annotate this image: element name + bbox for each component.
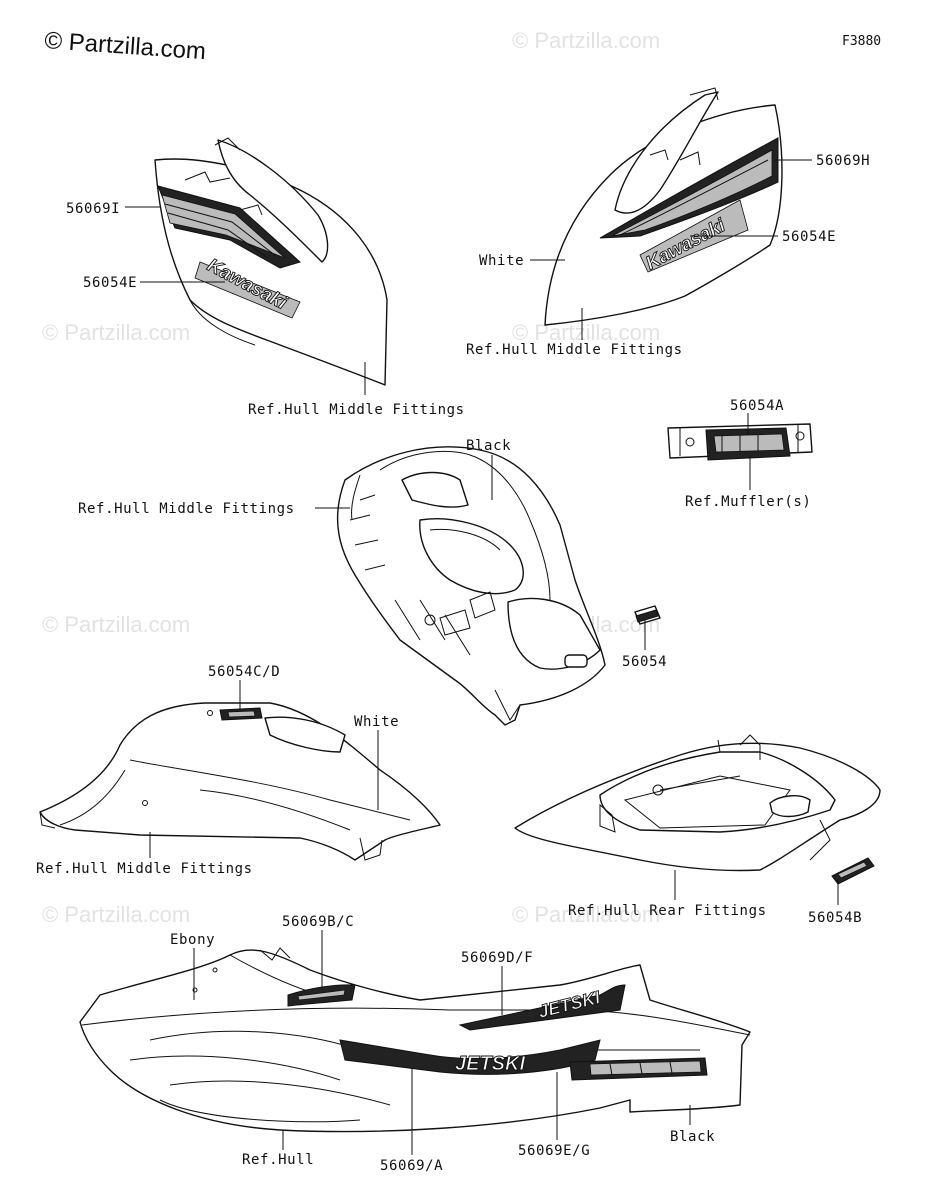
watermark-left-3: © Partzilla.com [42, 902, 190, 927]
label-56069DF: 56069D/F [461, 950, 533, 966]
decal-56069A: JETSKI [339, 1039, 601, 1075]
label-white-right: White [479, 253, 524, 269]
callout-labels: 56069I 56054E Ref.Hull Middle Fittings 5… [36, 153, 870, 1174]
label-56054B: 56054B [808, 910, 862, 926]
rear-hull-fittings [514, 734, 881, 872]
decal-56054A [705, 427, 791, 461]
leader-lines [125, 159, 839, 1155]
label-white-deck: White [354, 714, 399, 730]
label-black-center: Black [466, 438, 511, 454]
watermark-top-right: © Partzilla.com [512, 28, 660, 53]
label-ref-mufflers: Ref.Muffler(s) [685, 494, 811, 510]
label-56069I: 56069I [66, 201, 120, 217]
jetski-logo: JETSKI [455, 1053, 525, 1075]
label-ref-hull-middle-1: Ref.Hull Middle Fittings [248, 402, 465, 418]
watermark-left-1: © Partzilla.com [42, 320, 190, 345]
muffler-assembly [667, 423, 813, 461]
label-black-hull: Black [670, 1129, 715, 1145]
decal-56069I [157, 185, 301, 269]
label-56054E-left: 56054E [83, 275, 137, 291]
label-56069EG: 56069E/G [518, 1143, 590, 1159]
decal-56054 [634, 605, 661, 625]
label-56069H: 56069H [816, 153, 870, 169]
watermark-right-1: © Partzilla.com [512, 320, 660, 345]
decal-56054CD [219, 707, 263, 721]
label-ref-hull: Ref.Hull [242, 1152, 314, 1168]
decal-56054B [831, 857, 875, 885]
decal-56069BC [287, 984, 356, 1007]
label-56054E-right: 56054E [782, 229, 836, 245]
left-side-cover: Kawasaki [154, 137, 388, 386]
label-ref-hull-rear: Ref.Hull Rear Fittings [568, 903, 767, 919]
watermark-right-3: © Partzilla.com [512, 902, 660, 927]
figure-code: F3880 [842, 34, 881, 49]
label-56069A: 56069/A [380, 1158, 443, 1174]
right-side-cover: Kawasaki [544, 87, 783, 326]
label-56054A: 56054A [730, 398, 784, 414]
watermark-left-2: © Partzilla.com [42, 612, 190, 637]
white-deck [39, 702, 441, 861]
decal-56069EG [569, 1057, 708, 1081]
partzilla-watermark: © Partzilla.com [44, 27, 207, 65]
label-ref-hull-middle-3: Ref.Hull Middle Fittings [78, 501, 295, 517]
label-56069BC: 56069B/C [282, 914, 354, 930]
decal-56069H [599, 137, 779, 239]
label-56054: 56054 [622, 654, 667, 670]
center-body-black [336, 446, 606, 726]
label-ref-hull-middle-4: Ref.Hull Middle Fittings [36, 861, 253, 877]
label-ref-hull-middle-2: Ref.Hull Middle Fittings [466, 342, 683, 358]
hull: JETSKI JETSKI [79, 947, 751, 1133]
label-56054CD: 56054C/D [208, 664, 280, 680]
label-ebony: Ebony [170, 932, 215, 948]
